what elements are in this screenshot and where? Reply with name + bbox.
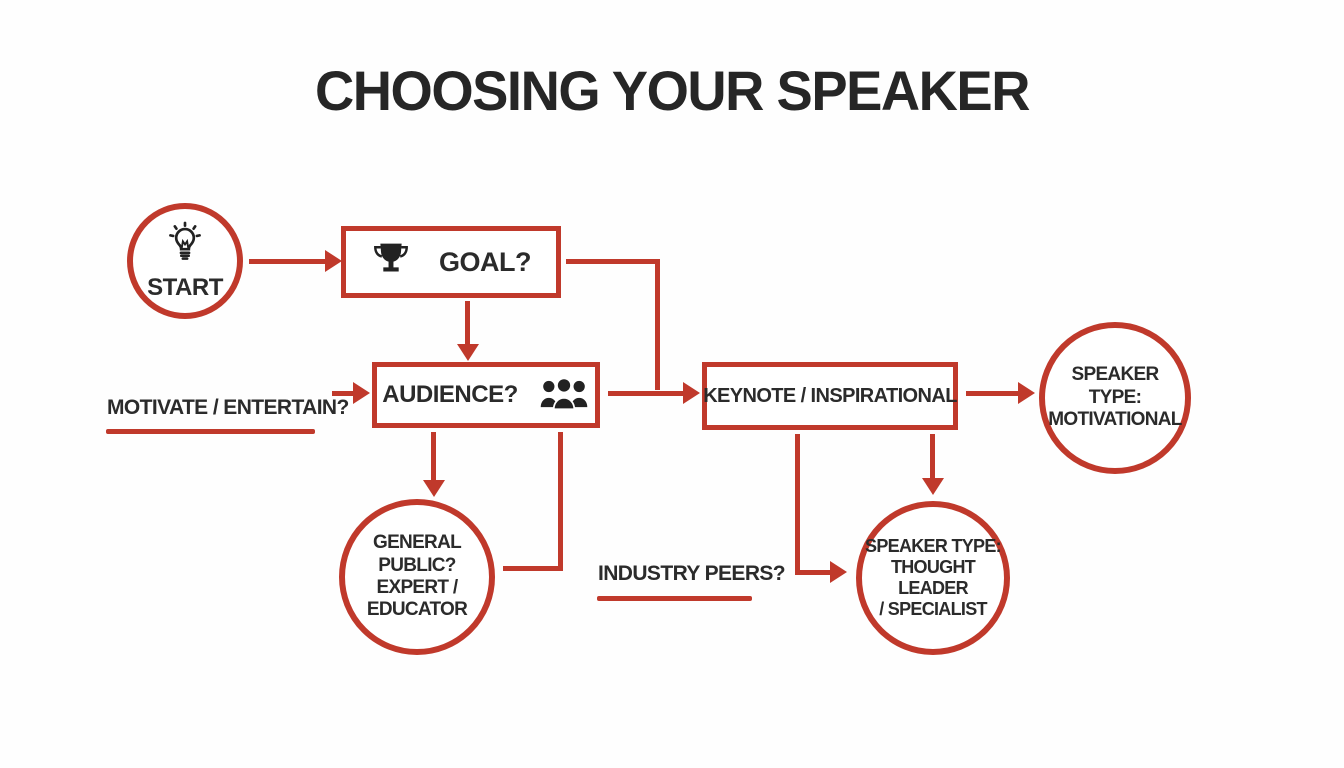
motivational-line1: SPEAKER TYPE: (1071, 364, 1160, 408)
goal-label: GOAL? (439, 246, 532, 277)
arrowhead-keynote-thoughtleader (922, 478, 944, 495)
label-industry-peers: INDUSTRY PEERS? (598, 562, 786, 585)
connector-keynote-elbow-horizontal (798, 570, 832, 575)
arrowhead-keynote-motivational (1018, 382, 1035, 404)
trophy-icon (371, 242, 411, 283)
motivational-line2: MOTIVATIONAL (1048, 409, 1182, 431)
node-speaker-motivational: SPEAKER TYPE: MOTIVATIONAL (1039, 322, 1191, 474)
node-audience: AUDIENCE? (372, 362, 600, 428)
connector-start-goal (249, 259, 327, 264)
audience-label: AUDIENCE? (382, 381, 518, 408)
underline-motivate-entertain (106, 429, 315, 434)
connector-audience-elbow-horizontal (503, 566, 563, 571)
arrowhead-audience-generalpublic (423, 480, 445, 497)
connector-goal-audience (465, 301, 470, 346)
connector-audience-keynote (608, 391, 685, 396)
connector-motivate-audience (332, 391, 355, 396)
thought-leader-line1: SPEAKER TYPE: (865, 535, 1002, 556)
thought-leader-line3: / SPECIALIST (879, 599, 987, 620)
connector-goal-keynote-horizontal (566, 259, 660, 264)
connector-goal-keynote-vertical (655, 259, 660, 390)
node-general-public: GENERAL PUBLIC? EXPERT / EDUCATOR (339, 499, 495, 655)
arrowhead-goal-audience (457, 344, 479, 361)
arrowhead-start-goal (325, 250, 342, 272)
arrowhead-motivate-audience (353, 382, 370, 404)
thought-leader-line2: THOUGHT LEADER (890, 556, 976, 598)
page-title: CHOOSING YOUR SPEAKER (315, 59, 1030, 122)
keynote-label: KEYNOTE / INSPIRATIONAL (703, 384, 957, 407)
node-thought-leader: SPEAKER TYPE: THOUGHT LEADER / SPECIALIS… (856, 501, 1010, 655)
arrowhead-keynote-thoughtleader-side (830, 561, 847, 583)
general-public-line3: EDUCATOR (366, 599, 468, 621)
connector-audience-elbow-vertical (558, 432, 563, 571)
label-motivate-entertain: MOTIVATE / ENTERTAIN? (107, 396, 349, 419)
node-keynote: KEYNOTE / INSPIRATIONAL (702, 362, 958, 430)
people-icon (538, 375, 590, 416)
start-label: START (147, 273, 223, 301)
general-public-line2: EXPERT / (376, 577, 459, 598)
lightbulb-icon (162, 221, 208, 272)
connector-keynote-motivational (966, 391, 1020, 396)
connector-keynote-elbow-vertical (795, 434, 800, 575)
node-start: START (127, 203, 243, 319)
connector-audience-generalpublic (431, 432, 436, 482)
arrowhead-audience-keynote (683, 382, 700, 404)
connector-keynote-thoughtleader (930, 434, 935, 480)
general-public-line1: GENERAL PUBLIC? (373, 532, 462, 576)
node-goal: GOAL? (341, 226, 561, 298)
underline-industry-peers (597, 596, 752, 601)
